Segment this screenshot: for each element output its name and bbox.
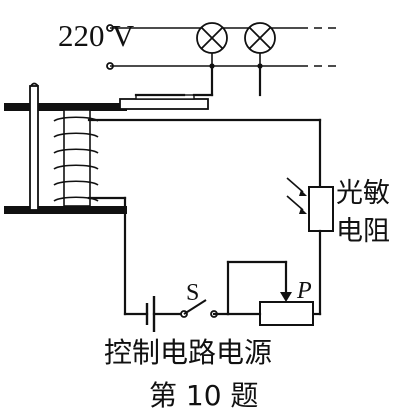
slider-label: P	[296, 278, 312, 304]
photoresistor-label-line1: 光敏	[336, 178, 390, 209]
control-source-label: 控制电路电源	[104, 336, 272, 369]
incident-light-icon	[286, 177, 307, 214]
spring-cap	[30, 82, 39, 87]
core-rect	[63, 109, 91, 207]
spring-post	[29, 85, 39, 211]
relay-assembly	[4, 64, 322, 214]
rheostat-body	[259, 301, 314, 326]
mains-circuit: 220 V	[58, 18, 338, 70]
moving-contact-bar	[119, 98, 209, 110]
slider-arrow-icon	[280, 292, 292, 302]
figure-caption: 第 10 题	[149, 379, 258, 412]
lamp-x-icon	[244, 22, 276, 54]
photoresistor-body	[308, 186, 334, 232]
photoresistor-label-line2: 电阻	[336, 216, 390, 247]
switch-icon	[180, 299, 218, 318]
voltage-label: 220 V	[58, 18, 135, 53]
control-circuit: 光敏 电阻 S P	[123, 118, 390, 332]
armature-top-bar	[4, 103, 127, 111]
armature-bottom-bar	[4, 206, 127, 214]
lamp-x-icon	[196, 22, 228, 54]
switch-label: S	[186, 280, 199, 306]
